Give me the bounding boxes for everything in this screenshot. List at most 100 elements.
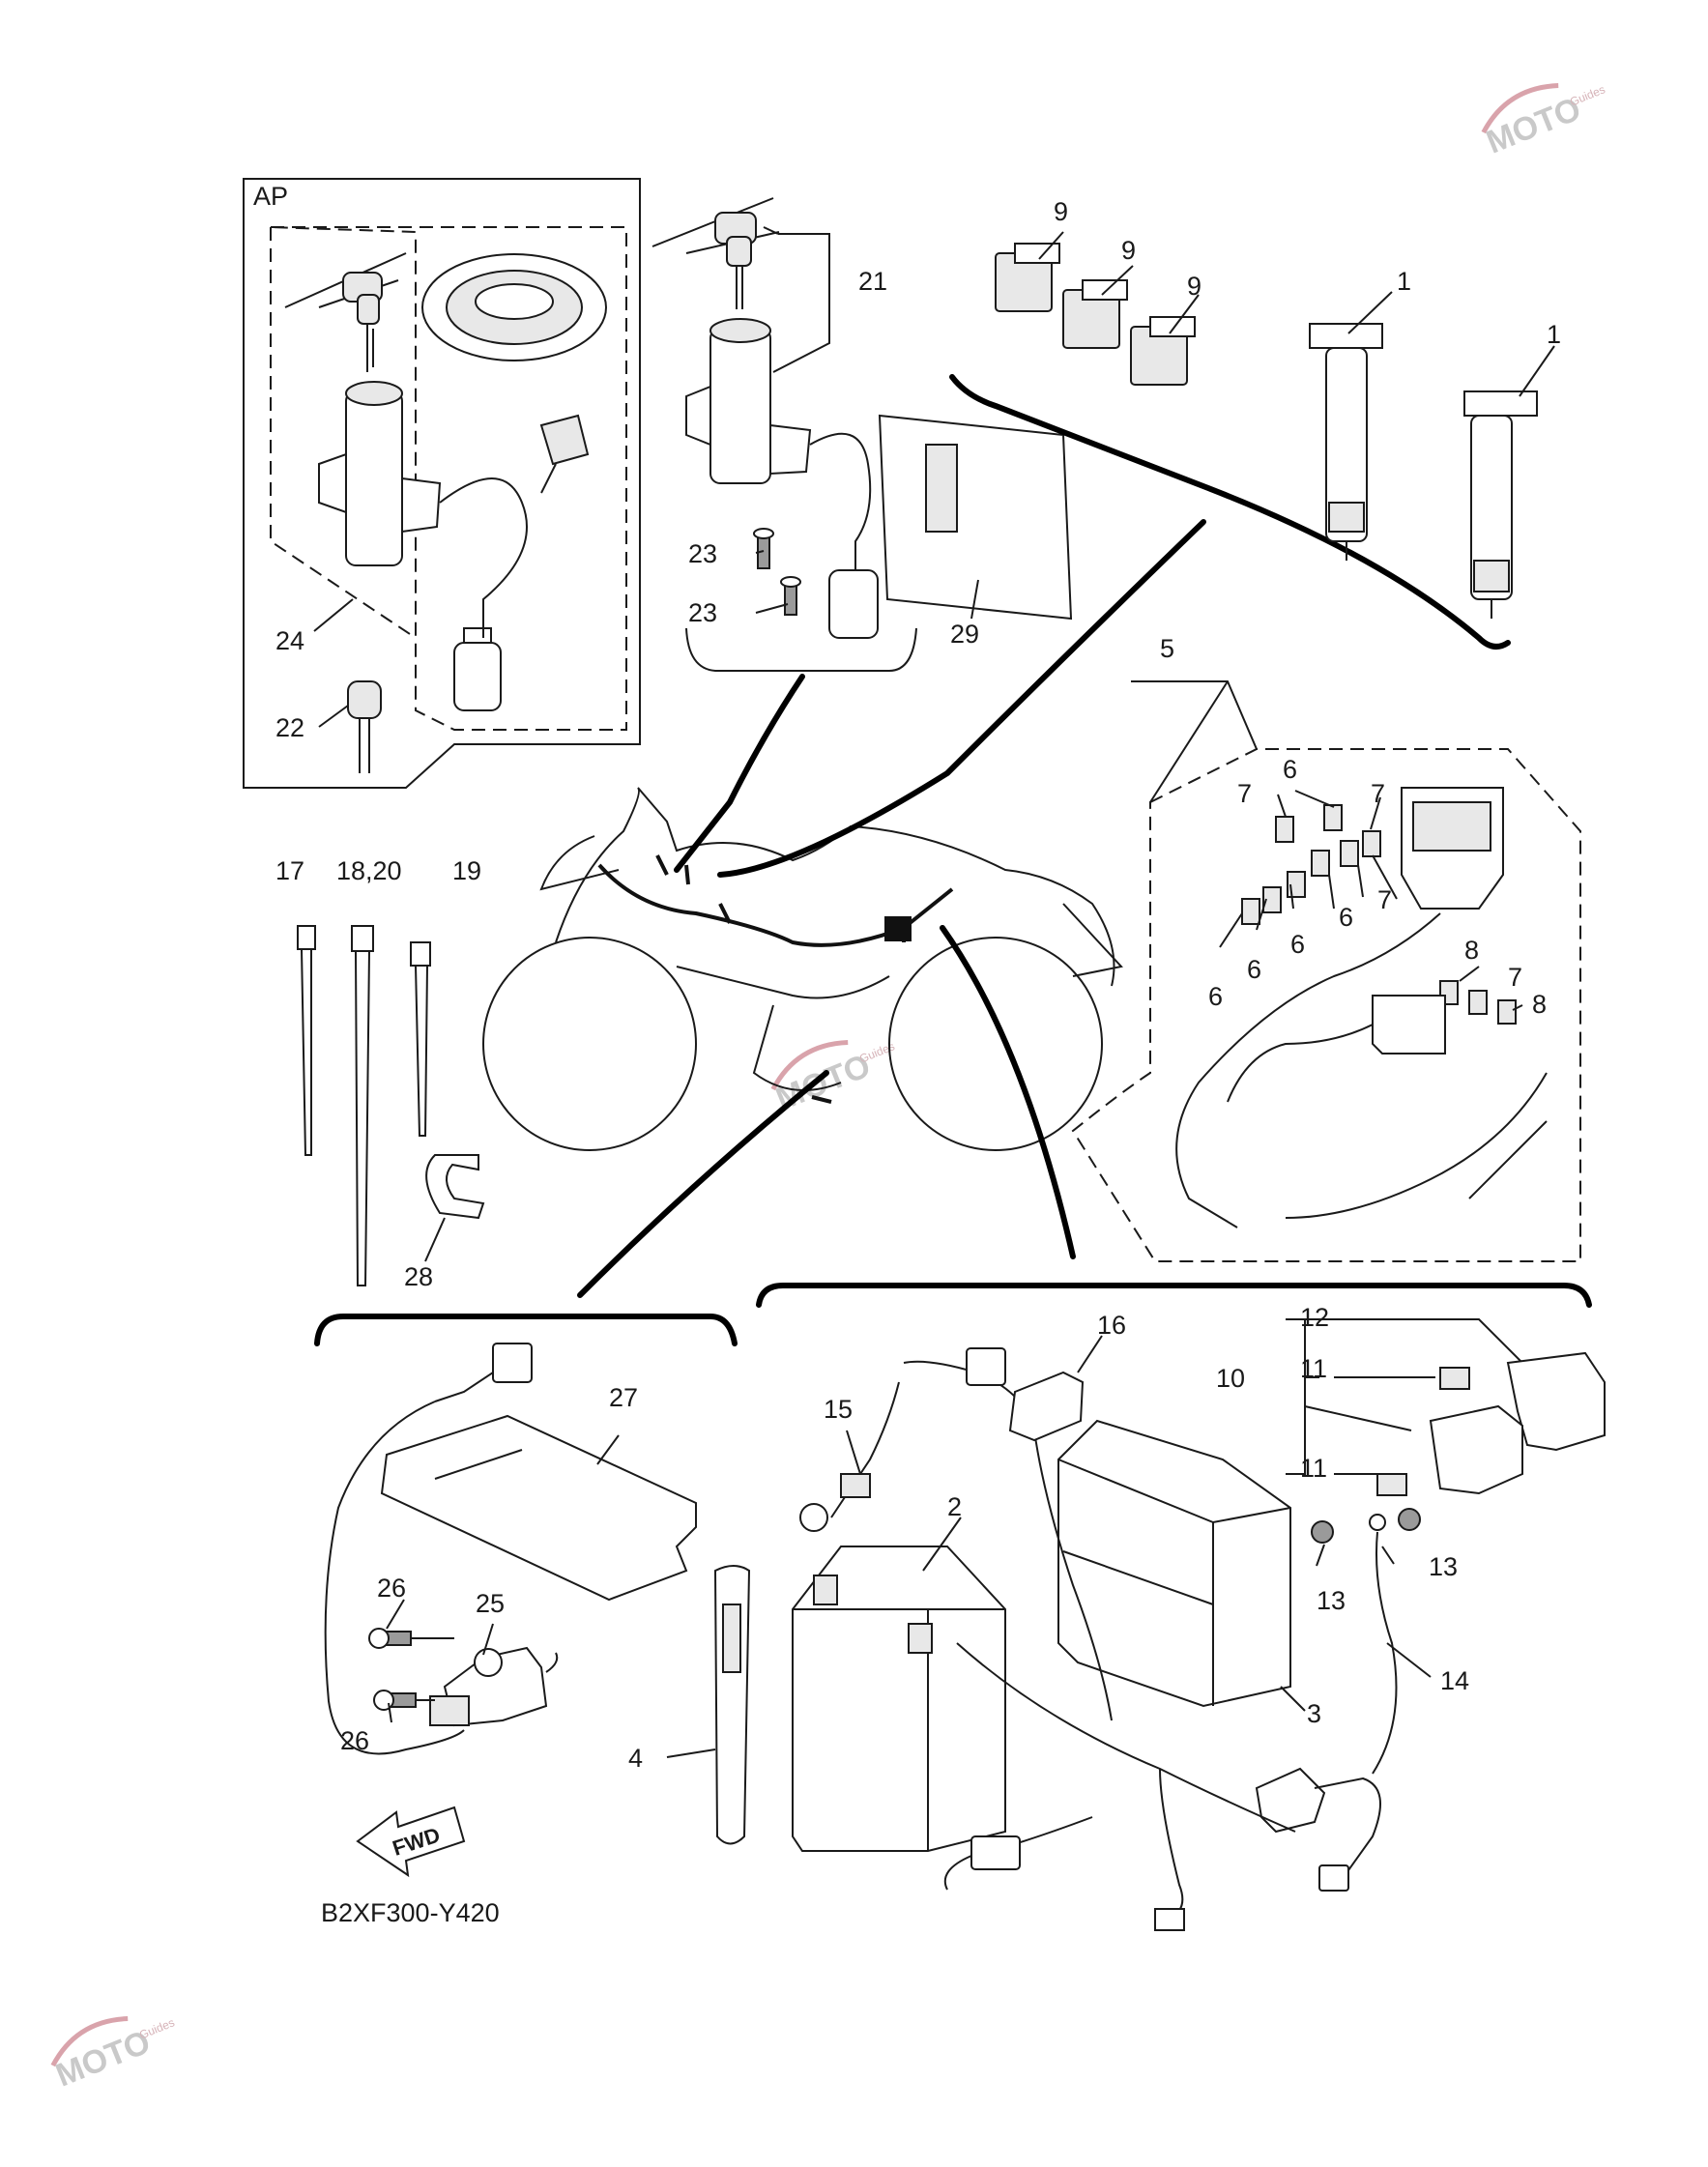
starter-relay-10 bbox=[1286, 1318, 1606, 1496]
connector-top-left bbox=[434, 1343, 533, 1402]
leader-bike-to-lower-left bbox=[577, 1070, 829, 1298]
callout-9a: 9 bbox=[1054, 197, 1068, 226]
fuse-box-inset bbox=[1071, 680, 1581, 1262]
diagram-code: B2XF300-Y420 bbox=[321, 1898, 500, 1927]
callout-24: 24 bbox=[275, 626, 304, 655]
callout-27: 27 bbox=[609, 1383, 638, 1412]
ap-label: AP bbox=[253, 182, 288, 211]
callout-12: 12 bbox=[1300, 1303, 1329, 1332]
relay-16 bbox=[1008, 1371, 1085, 1442]
ignition-coil-1a bbox=[1309, 323, 1383, 561]
callout-26a: 26 bbox=[377, 1574, 406, 1603]
callout-6a: 6 bbox=[1283, 755, 1297, 784]
callout-11b: 11 bbox=[1300, 1454, 1327, 1483]
cable-tie-17 bbox=[297, 925, 316, 1156]
screw-26b bbox=[373, 1690, 435, 1711]
relay-9b bbox=[1062, 279, 1128, 349]
callout-7c: 7 bbox=[1377, 885, 1392, 914]
callout-15: 15 bbox=[824, 1395, 853, 1424]
callout-8b: 8 bbox=[1532, 990, 1547, 1019]
ignition-coil-1b bbox=[1463, 390, 1538, 619]
callout-1a: 1 bbox=[1397, 267, 1411, 296]
callout-7d: 7 bbox=[1508, 963, 1522, 992]
relay-9a bbox=[995, 243, 1060, 312]
callout-6e: 6 bbox=[1208, 982, 1223, 1011]
clamp-28 bbox=[425, 1154, 485, 1220]
callout-4: 4 bbox=[628, 1744, 643, 1773]
callout-17: 17 bbox=[275, 856, 304, 885]
callout-5: 5 bbox=[1160, 634, 1174, 663]
ap-lock-pin bbox=[539, 414, 590, 494]
callout-19: 19 bbox=[452, 856, 481, 885]
bolts-13 bbox=[1311, 1508, 1421, 1544]
lower-left-group: FWD bbox=[324, 1343, 751, 1878]
callout-23a: 23 bbox=[688, 539, 717, 568]
callout-11a: 11 bbox=[1300, 1354, 1327, 1383]
bracket-lower-right bbox=[756, 1283, 1592, 1308]
callout-13b: 13 bbox=[1429, 1552, 1458, 1581]
main-keys bbox=[651, 197, 780, 309]
fuse-block bbox=[1401, 787, 1504, 910]
callout-16: 16 bbox=[1097, 1311, 1126, 1340]
switch-25 bbox=[429, 1646, 559, 1727]
callout-6c: 6 bbox=[1290, 930, 1305, 959]
ap-harness-connector bbox=[453, 627, 502, 711]
cable-tie-18-20 bbox=[351, 925, 374, 1286]
ap-keys bbox=[284, 252, 407, 372]
callout-28: 28 bbox=[404, 1262, 433, 1291]
callout-leaders bbox=[313, 226, 1555, 1758]
leader-coils-to-bike bbox=[717, 519, 1206, 878]
callout-10: 10 bbox=[1216, 1364, 1245, 1393]
battery-group bbox=[792, 1318, 1606, 1931]
callout-3: 3 bbox=[1307, 1699, 1321, 1728]
screw-23b bbox=[780, 576, 801, 616]
ap-ignition-switch bbox=[318, 381, 528, 638]
main-switch-assembly bbox=[651, 197, 1073, 672]
cable-ties-group bbox=[297, 925, 485, 1286]
bracket-lower-left bbox=[314, 1314, 738, 1346]
battery-case-3 bbox=[1057, 1419, 1291, 1708]
cable-tie-19 bbox=[410, 941, 431, 1137]
fwd-arrow: FWD bbox=[356, 1806, 466, 1878]
callout-22: 22 bbox=[275, 713, 304, 742]
callout-9b: 9 bbox=[1121, 236, 1136, 265]
callout-2: 2 bbox=[947, 1492, 962, 1521]
watermark-bottom-left: MOTO Guides bbox=[51, 2015, 177, 2094]
callout-25: 25 bbox=[476, 1589, 505, 1618]
label-card-29 bbox=[878, 414, 1073, 621]
cable-15 bbox=[799, 1347, 1113, 1721]
motorcycle-outline bbox=[482, 787, 1123, 1151]
callout-1b: 1 bbox=[1547, 320, 1561, 349]
cover-27 bbox=[380, 1414, 697, 1602]
screw-23a bbox=[753, 528, 774, 569]
watermark-top-right: MOTO Guides bbox=[1482, 82, 1607, 160]
callout-8a: 8 bbox=[1464, 936, 1479, 965]
ap-fuel-cap bbox=[421, 253, 607, 361]
callout-18-20: 18,20 bbox=[336, 856, 402, 885]
fuses-8-7 bbox=[1439, 980, 1517, 1025]
callout-21: 21 bbox=[858, 267, 887, 296]
relay-9c bbox=[1130, 316, 1196, 386]
svg-text:Guides: Guides bbox=[1568, 82, 1607, 108]
callout-9c: 9 bbox=[1187, 272, 1201, 301]
callout-7a: 7 bbox=[1237, 779, 1252, 808]
svg-text:Guides: Guides bbox=[137, 2015, 177, 2041]
callout-numbers: 1 1 2 3 4 5 6 6 6 6 6 7 7 7 7 8 8 9 9 9 … bbox=[275, 197, 1561, 1773]
screw-26a bbox=[368, 1628, 454, 1649]
cable-14 bbox=[1255, 1531, 1398, 1892]
harness-bottom bbox=[943, 1642, 1296, 1931]
leader-bike-to-battery bbox=[940, 925, 1076, 1259]
fuse-connector bbox=[1372, 995, 1446, 1055]
callout-29: 29 bbox=[950, 620, 979, 649]
callout-13a: 13 bbox=[1317, 1586, 1346, 1615]
relays-coils-group bbox=[949, 243, 1538, 650]
key-22 bbox=[347, 680, 382, 773]
battery-2 bbox=[792, 1546, 1006, 1852]
ap-inset: AP bbox=[243, 178, 641, 789]
callout-26b: 26 bbox=[340, 1726, 369, 1755]
fuses-6-7 bbox=[1241, 804, 1381, 925]
callout-6d: 6 bbox=[1247, 955, 1261, 984]
strap-4 bbox=[713, 1565, 751, 1845]
callout-6b: 6 bbox=[1339, 903, 1353, 932]
